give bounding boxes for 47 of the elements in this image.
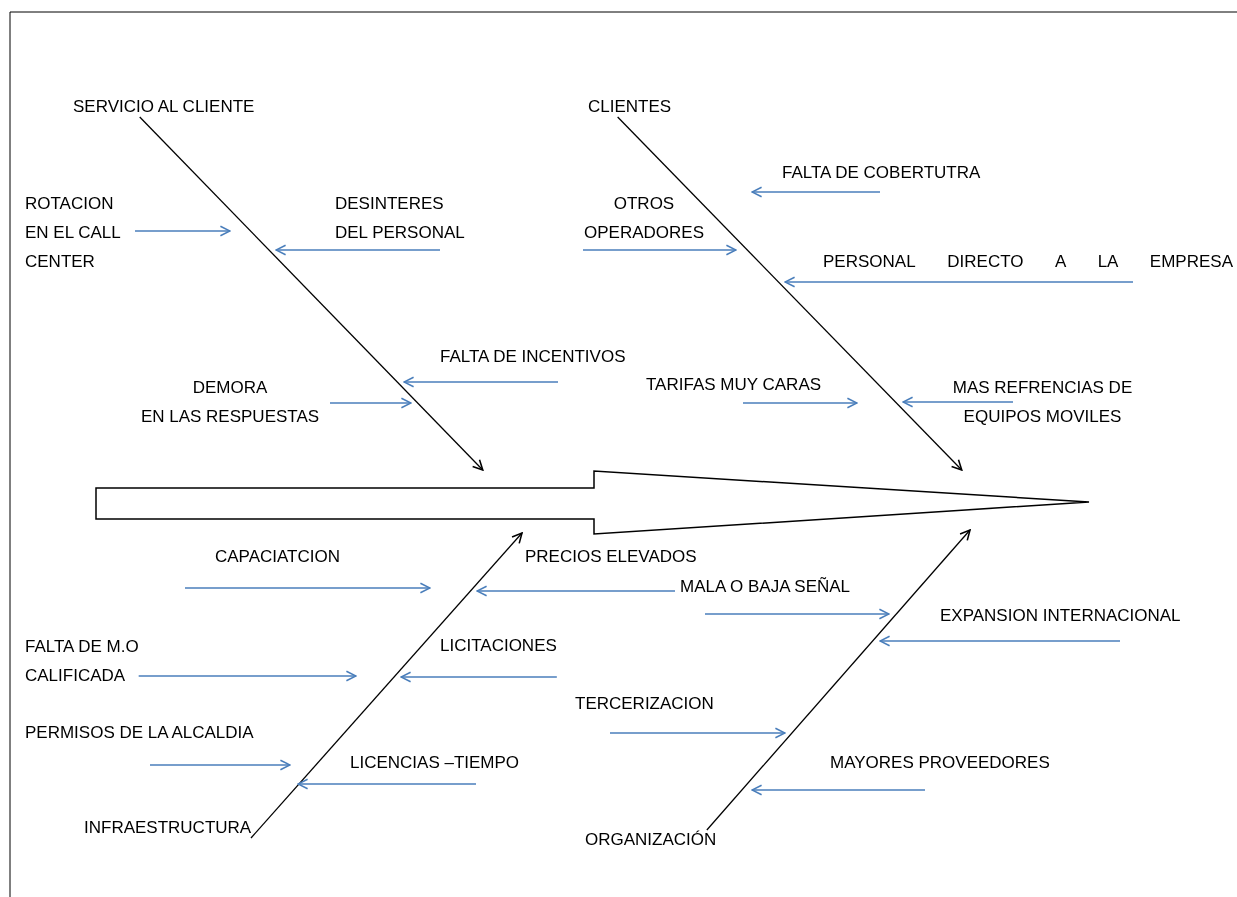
category-label: ORGANIZACIÓN <box>585 830 717 850</box>
cause-label: DESINTERES DEL PERSONAL <box>335 193 465 244</box>
cause-label: FALTA DE COBERTUTRA <box>782 163 981 183</box>
cause-label: MAS REFRENCIAS DE EQUIPOS MOVILES <box>951 377 1134 428</box>
cause-label: PERMISOS DE LA ALCALDIA <box>25 723 254 743</box>
bone-arrow <box>139 116 484 471</box>
cause-arrow <box>476 585 676 597</box>
cause-arrow <box>149 759 291 771</box>
cause-arrow <box>184 582 431 594</box>
bone-arrow <box>706 529 971 831</box>
cause-label: EXPANSION INTERNACIONAL <box>940 606 1181 626</box>
bone-arrow <box>250 532 523 839</box>
cause-arrow <box>751 186 881 198</box>
cause-arrow <box>879 635 1121 647</box>
cause-arrow <box>902 396 1014 408</box>
cause-label: CAPACIATCION <box>215 547 340 567</box>
cause-label: LICENCIAS –TIEMPO <box>350 753 520 773</box>
cause-label: TARIFAS MUY CARAS <box>646 375 822 395</box>
cause-arrow <box>329 397 412 409</box>
category-label: CLIENTES <box>588 97 672 117</box>
cause-label: PERSONAL DIRECTO A LA EMPRESA <box>823 252 1233 272</box>
cause-arrow <box>751 784 926 796</box>
cause-label: MALA O BAJA SEÑAL <box>680 577 851 597</box>
cause-arrow <box>134 225 231 237</box>
cause-label: ROTACION EN EL CALL CENTER <box>25 193 122 273</box>
cause-arrow <box>138 670 357 682</box>
cause-label: TERCERIZACION <box>575 694 714 714</box>
cause-arrow <box>784 276 1134 288</box>
effect-arrow <box>95 470 1090 535</box>
cause-arrow <box>582 244 737 256</box>
cause-label: LICITACIONES <box>440 636 557 656</box>
cause-label: OTROS OPERADORES <box>583 193 705 244</box>
cause-label: MAYORES PROVEEDORES <box>830 753 1050 773</box>
cause-label: PRECIOS ELEVADOS <box>525 547 697 567</box>
cause-label: FALTA DE M.O CALIFICADA <box>25 636 139 687</box>
cause-arrow <box>742 397 858 409</box>
cause-arrow <box>400 671 558 683</box>
cause-arrow <box>275 244 441 256</box>
category-label: INFRAESTRUCTURA <box>84 818 252 838</box>
cause-label: FALTA DE INCENTIVOS <box>440 347 626 367</box>
cause-arrow <box>609 727 786 739</box>
cause-arrow <box>704 608 890 620</box>
cause-arrow <box>297 778 477 790</box>
cause-label: DEMORA EN LAS RESPUESTAS <box>139 377 321 428</box>
bone-arrow <box>617 116 963 471</box>
category-label: SERVICIO AL CLIENTE <box>73 97 255 117</box>
cause-arrow <box>403 376 559 388</box>
